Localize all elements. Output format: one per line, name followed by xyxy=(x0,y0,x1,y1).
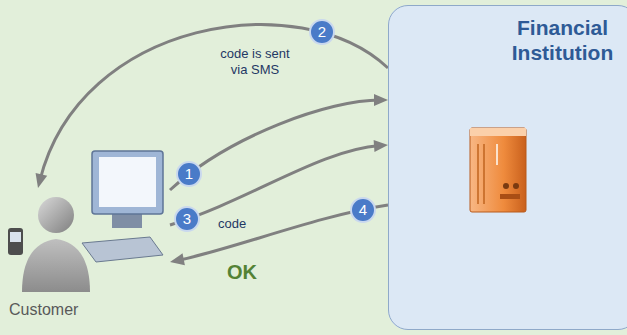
actor-name: Customer xyxy=(9,300,78,319)
server-line xyxy=(483,144,485,204)
arrowhead xyxy=(36,173,48,188)
server-button xyxy=(513,183,519,189)
connector-arrow xyxy=(170,94,388,190)
person-head xyxy=(38,197,74,233)
arrowhead xyxy=(374,140,388,152)
server-icon xyxy=(470,128,526,212)
person-icon xyxy=(22,197,90,292)
institution-region: Financial Institution xyxy=(388,5,627,330)
computer-icon xyxy=(82,151,163,262)
connector-arrow xyxy=(36,25,388,188)
callout-number: 2 xyxy=(309,19,335,45)
person-body xyxy=(22,239,90,292)
institution-ground xyxy=(388,5,627,330)
edge-label: code is sent via SMS xyxy=(210,46,300,77)
callout-number: 1 xyxy=(176,161,202,187)
keyboard xyxy=(82,237,163,262)
server-line xyxy=(496,144,498,165)
server-button xyxy=(503,183,509,189)
server-top xyxy=(470,128,526,136)
monitor-screen xyxy=(99,157,156,207)
connector-line xyxy=(170,100,380,190)
status-label: OK xyxy=(225,261,259,283)
arrowhead xyxy=(170,253,185,265)
phone-icon xyxy=(8,228,23,255)
arrowhead xyxy=(374,94,388,106)
server-slot xyxy=(500,194,520,199)
callout-number: 4 xyxy=(350,197,376,223)
region-title: Financial Institution xyxy=(489,15,627,65)
server-line xyxy=(477,144,479,204)
server-body xyxy=(470,128,526,212)
edge-label: code xyxy=(216,216,248,232)
phone-screen xyxy=(10,232,21,242)
connector-arrow xyxy=(170,140,388,225)
monitor-frame xyxy=(92,151,163,214)
phone-body xyxy=(8,228,23,255)
customer-actor: Customer xyxy=(5,188,170,325)
callout-number: 3 xyxy=(174,206,200,232)
